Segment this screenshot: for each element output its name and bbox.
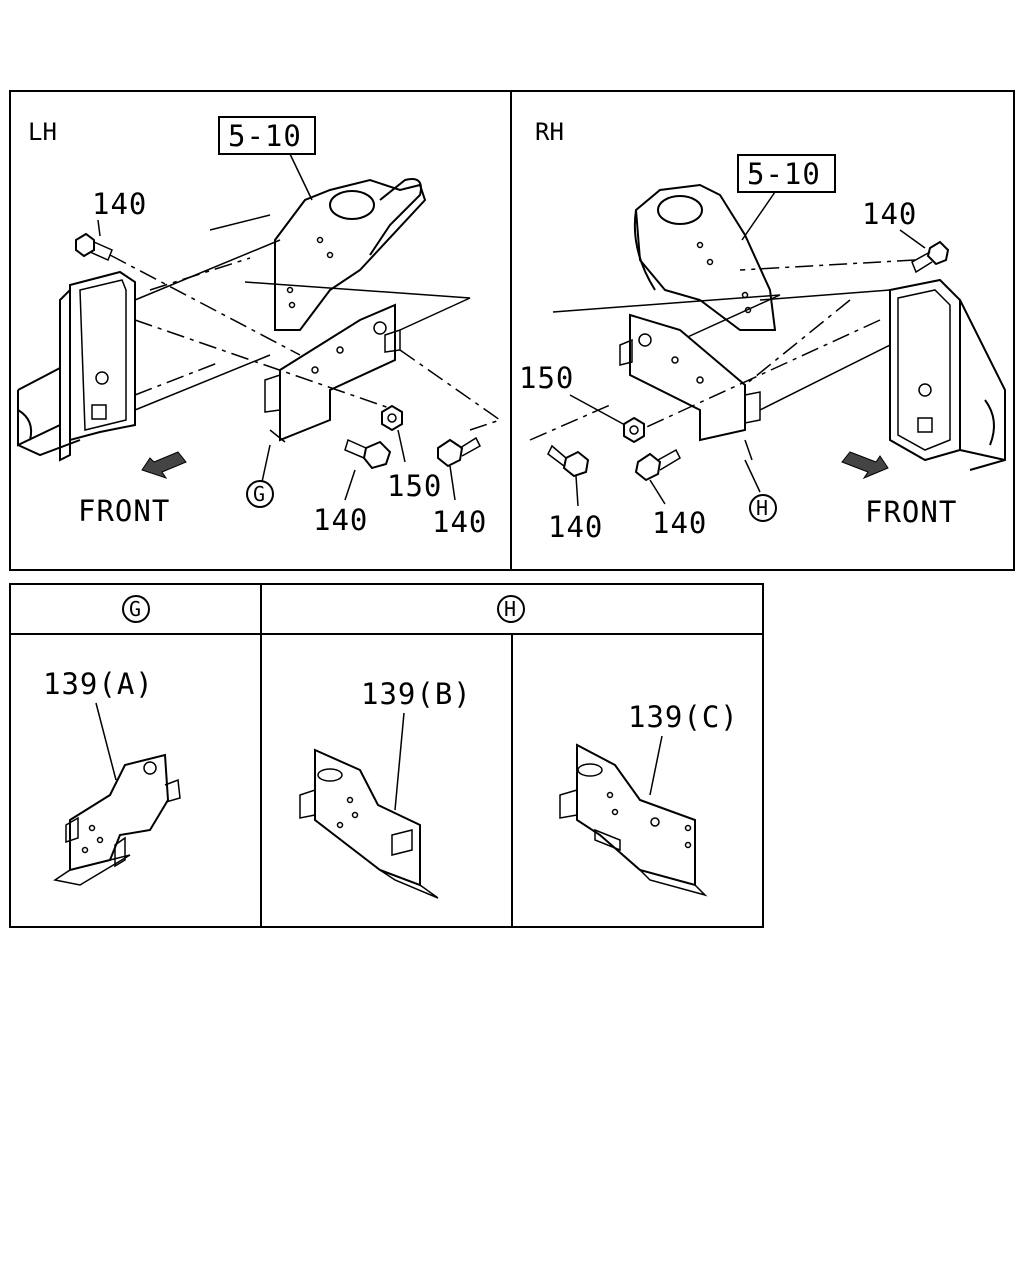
part-139c-label: 139(C): [628, 700, 739, 734]
lh-bolt-top: [75, 232, 113, 262]
header-g-circle: [122, 595, 150, 623]
lh-side-label: LH: [28, 118, 57, 146]
rh-panel: RH 5-10: [519, 118, 1006, 544]
rh-front-label: FRONT: [865, 495, 957, 529]
lh-nut: [381, 404, 403, 432]
lh-bolt-mid: [344, 438, 392, 470]
rh-marker-h: H: [756, 496, 768, 520]
part-139b-label: 139(B): [361, 677, 472, 711]
rh-bolt-mid: [634, 448, 681, 482]
part-139a-label: 139(A): [43, 667, 154, 701]
lh-callout-bolt-top: 140: [92, 187, 147, 221]
lh-callout-nut: 150: [387, 469, 442, 503]
lh-frame-rail: [17, 239, 281, 462]
lh-crossmember: [209, 178, 471, 331]
lh-ref-box-text: 5-10: [228, 119, 302, 153]
lh-bracket-g: [264, 303, 401, 443]
part-139c-drawing: [559, 743, 708, 897]
rh-marker-h-circle: [749, 494, 777, 522]
rh-bolt-top: [911, 240, 950, 274]
part-139a-drawing: [53, 753, 181, 886]
lh-callout-bolt-right: 140: [432, 505, 487, 539]
rh-bracket-h: [619, 313, 761, 461]
header-g: G: [129, 597, 141, 621]
lh-panel: LH 5-10: [17, 116, 502, 539]
lh-ref-box: [218, 116, 316, 155]
rh-ref-box: [737, 154, 836, 193]
lh-front-label: FRONT: [78, 494, 170, 528]
lh-marker-g: G: [253, 482, 265, 506]
rh-bolt-left: [547, 444, 590, 478]
lh-bolt-right: [437, 436, 481, 468]
part-139b-drawing: [299, 748, 439, 899]
detail-table: G H 139(A) 139(B): [9, 583, 764, 928]
rh-callout-nut: 150: [519, 361, 574, 395]
lh-marker-g-circle: [246, 480, 274, 508]
rh-front-arrow-icon: [841, 451, 889, 480]
rh-callout-bolt-left: 140: [548, 510, 603, 544]
rh-callout-bolt-mid: 140: [652, 506, 707, 540]
rh-callout-bolt-top: 140: [862, 197, 917, 231]
rh-frame-rail: [759, 278, 1006, 471]
rh-side-label: RH: [535, 118, 564, 146]
header-h: H: [504, 597, 516, 621]
rh-crossmember: [552, 183, 781, 346]
header-h-circle: [497, 595, 525, 623]
lh-callout-bolt-mid: 140: [313, 503, 368, 537]
lh-front-arrow-icon: [141, 451, 187, 479]
rh-nut: [623, 416, 645, 444]
rh-ref-box-text: 5-10: [747, 157, 821, 191]
rh-panel-frame: [510, 90, 1015, 571]
